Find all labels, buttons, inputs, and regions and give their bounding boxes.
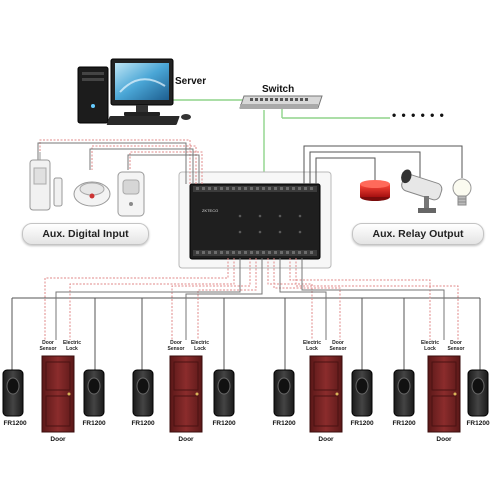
reader-model-label: FR1200 [3, 420, 27, 427]
door-label: Door [178, 436, 194, 443]
network-continuation-dots: • • • • • • [392, 108, 445, 122]
server-computer [77, 58, 191, 125]
network-switch [239, 95, 323, 109]
door-label: Door [318, 436, 334, 443]
door-sensor-label: Door Sensor [167, 340, 185, 352]
electric-lock-label: Electric Lock [420, 340, 440, 352]
server-keyboard [106, 116, 180, 125]
door-icon [427, 355, 461, 433]
relay-output-wires [303, 145, 463, 184]
door-bus-wires [11, 258, 481, 370]
door-sensor-label: Door Sensor [329, 340, 347, 352]
reader-model-label: FR1200 [82, 420, 106, 427]
server-label: Server [175, 76, 207, 87]
server-tower [77, 66, 109, 124]
electric-lock-label: Electric Lock [62, 340, 82, 352]
door-label: Door [50, 436, 66, 443]
electric-lock-label: Electric Lock [190, 340, 210, 352]
door-sensor-label: Door Sensor [39, 340, 57, 352]
aux-relay-output-label: Aux. Relay Output [352, 223, 484, 245]
door-unit-4 [393, 355, 489, 433]
network-lines [170, 99, 390, 180]
aux-input-wires [37, 139, 203, 184]
reader-model-label: FR1200 [272, 420, 296, 427]
reader-model-label: FR1200 [392, 420, 416, 427]
door-unit-3 [273, 355, 373, 433]
door-sensor-label: Door Sensor [447, 340, 465, 352]
door-unit-1 [2, 355, 105, 433]
siren-icon [360, 180, 390, 201]
reader-model-label: FR1200 [350, 420, 374, 427]
reader-model-label: FR1200 [131, 420, 155, 427]
door-label: Door [436, 436, 452, 443]
switch-label: Switch [262, 84, 295, 95]
aux-digital-input-label: Aux. Digital Input [22, 223, 149, 245]
light-bulb-icon [452, 178, 472, 206]
electric-lock-label: Electric Lock [302, 340, 322, 352]
smoke-detector [73, 181, 111, 207]
door-contact-sensor [29, 152, 63, 211]
pir-motion-sensor [117, 171, 145, 217]
access-controller: ZKTECO [178, 171, 332, 269]
cctv-camera-icon [401, 169, 443, 213]
reader-model-label: FR1200 [212, 420, 236, 427]
door-unit-2 [132, 355, 235, 433]
reader-model-label: FR1200 [466, 420, 490, 427]
controller-brand: ZKTECO [202, 208, 218, 213]
